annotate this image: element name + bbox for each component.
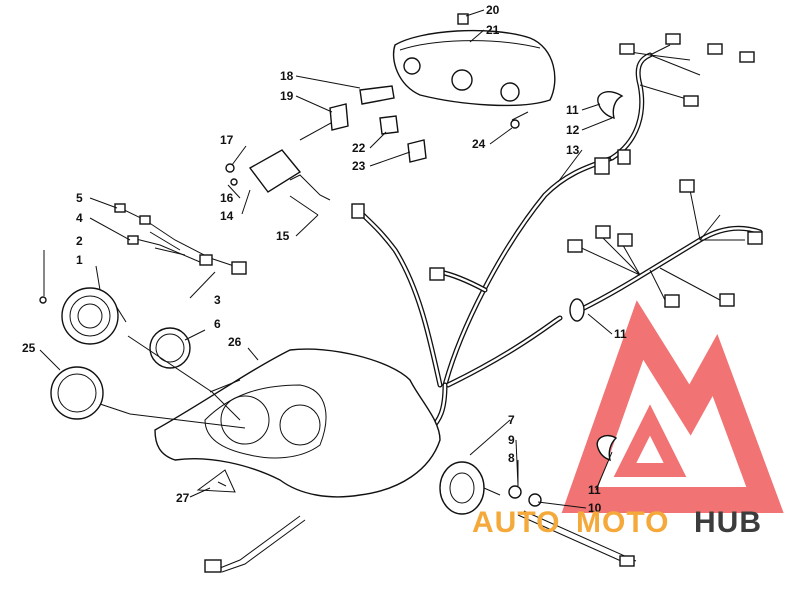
- callout-15: 15: [276, 229, 290, 243]
- callout-16: 16: [220, 191, 234, 205]
- watermark-text: AUTO MOTO HUB: [472, 506, 762, 539]
- callout-1: 1: [76, 253, 83, 267]
- callout-2: 2: [76, 234, 83, 248]
- callout-20: 20: [486, 3, 500, 17]
- voltage-regulator: [225, 149, 331, 216]
- callouts: 1 2 3 4 5 6 7 8 9 10 11 11 11 12 13 14 1…: [22, 3, 627, 515]
- dash-console: [154, 348, 441, 498]
- wiring-harness: [351, 33, 763, 433]
- callout-9: 9: [508, 433, 515, 447]
- callout-17: 17: [220, 133, 234, 147]
- watermark-logo: [561, 300, 784, 513]
- leader-lines: [39, 9, 613, 509]
- callout-19: 19: [280, 89, 294, 103]
- callout-10: 10: [588, 501, 602, 515]
- headlight-hardware: [299, 85, 529, 163]
- callout-21: 21: [486, 23, 500, 37]
- callout-11-top: 11: [566, 103, 579, 117]
- callout-5: 5: [76, 191, 83, 205]
- callout-25: 25: [22, 341, 36, 355]
- callout-27: 27: [176, 491, 190, 505]
- harness-clips: [596, 91, 624, 462]
- watermark-auto: AUTO: [472, 506, 560, 539]
- callout-18: 18: [280, 69, 294, 83]
- callout-14: 14: [220, 209, 234, 223]
- callout-11-mid: 11: [614, 327, 627, 341]
- callout-3: 3: [214, 293, 221, 307]
- callout-22: 22: [352, 141, 366, 155]
- speedometer-drive: [204, 461, 637, 573]
- watermark-moto: MOTO: [576, 506, 669, 539]
- gauge-rings: [50, 327, 191, 420]
- callout-7: 7: [508, 413, 515, 427]
- callout-4: 4: [76, 211, 83, 225]
- speedometer-gauge: [39, 287, 127, 345]
- callout-12: 12: [566, 123, 580, 137]
- callout-26: 26: [228, 335, 242, 349]
- callout-11-bottom: 11: [588, 483, 601, 497]
- callout-24: 24: [472, 137, 486, 151]
- callout-13: 13: [566, 143, 580, 157]
- headlight-assembly: [392, 13, 556, 107]
- gauge-wiring: [114, 203, 247, 275]
- callout-6: 6: [214, 317, 221, 331]
- callout-23: 23: [352, 159, 366, 173]
- callout-8: 8: [508, 451, 515, 465]
- watermark-hub: HUB: [694, 506, 762, 539]
